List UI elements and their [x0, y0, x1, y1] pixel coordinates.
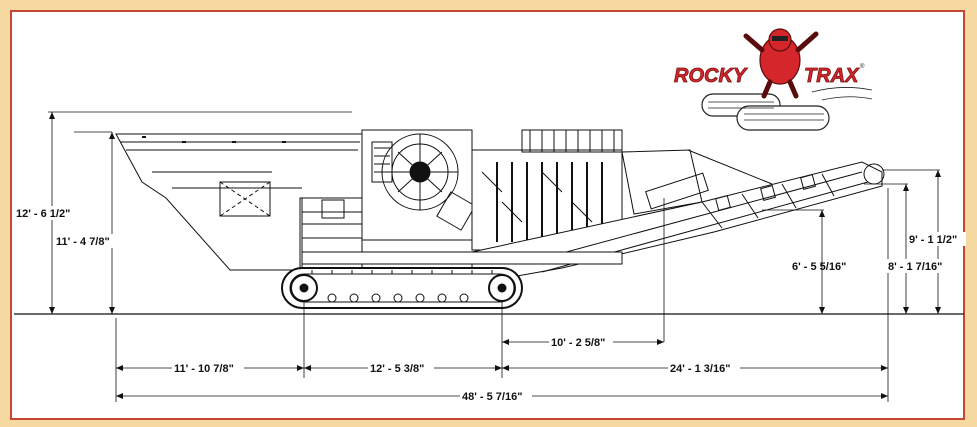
- dim-overall-height: 12' - 6 1/2": [16, 208, 70, 220]
- dim-conveyor-height-mid: 8' - 1 7/16": [888, 261, 942, 273]
- rocky-trax-logo: ROCKY TRAX ®: [674, 28, 873, 131]
- chassis-beam: [301, 251, 623, 265]
- dim-discharge-height: 6' - 5 5/16": [792, 261, 846, 273]
- machine-dimension-drawing: ROCKY TRAX ®: [14, 28, 966, 403]
- arrowheads: [49, 112, 941, 399]
- logo-text-rocky: ROCKY: [674, 65, 748, 87]
- dim-hopper-height: 11' - 4 7/8": [56, 236, 110, 248]
- dim-conveyor-height-max: 9' - 1 1/2": [909, 234, 957, 246]
- crusher-machine: [115, 129, 885, 309]
- feed-hopper: [115, 133, 383, 271]
- logo-mascot: [743, 28, 819, 99]
- registered-mark: ®: [860, 63, 865, 70]
- logo-text-trax: TRAX: [804, 65, 860, 87]
- dim-track-to-discharge: 24' - 1 3/16": [670, 363, 730, 375]
- crawler-track: [281, 267, 523, 309]
- dimension-labels: 12' - 6 1/2" 11' - 4 7/8" 9' - 1 1/2" 8'…: [14, 206, 966, 403]
- crusher-body: [299, 129, 476, 269]
- dim-overall-length: 48' - 5 7/16": [462, 391, 522, 403]
- logo-track-illustration: [701, 87, 873, 131]
- dim-track-to-magnet: 10' - 2 5/8": [551, 337, 605, 349]
- dim-track-length: 12' - 5 3/8": [370, 363, 424, 375]
- dim-feed-to-track: 11' - 10 7/8": [174, 363, 234, 375]
- drawing-frame: ROCKY TRAX ®: [10, 10, 966, 420]
